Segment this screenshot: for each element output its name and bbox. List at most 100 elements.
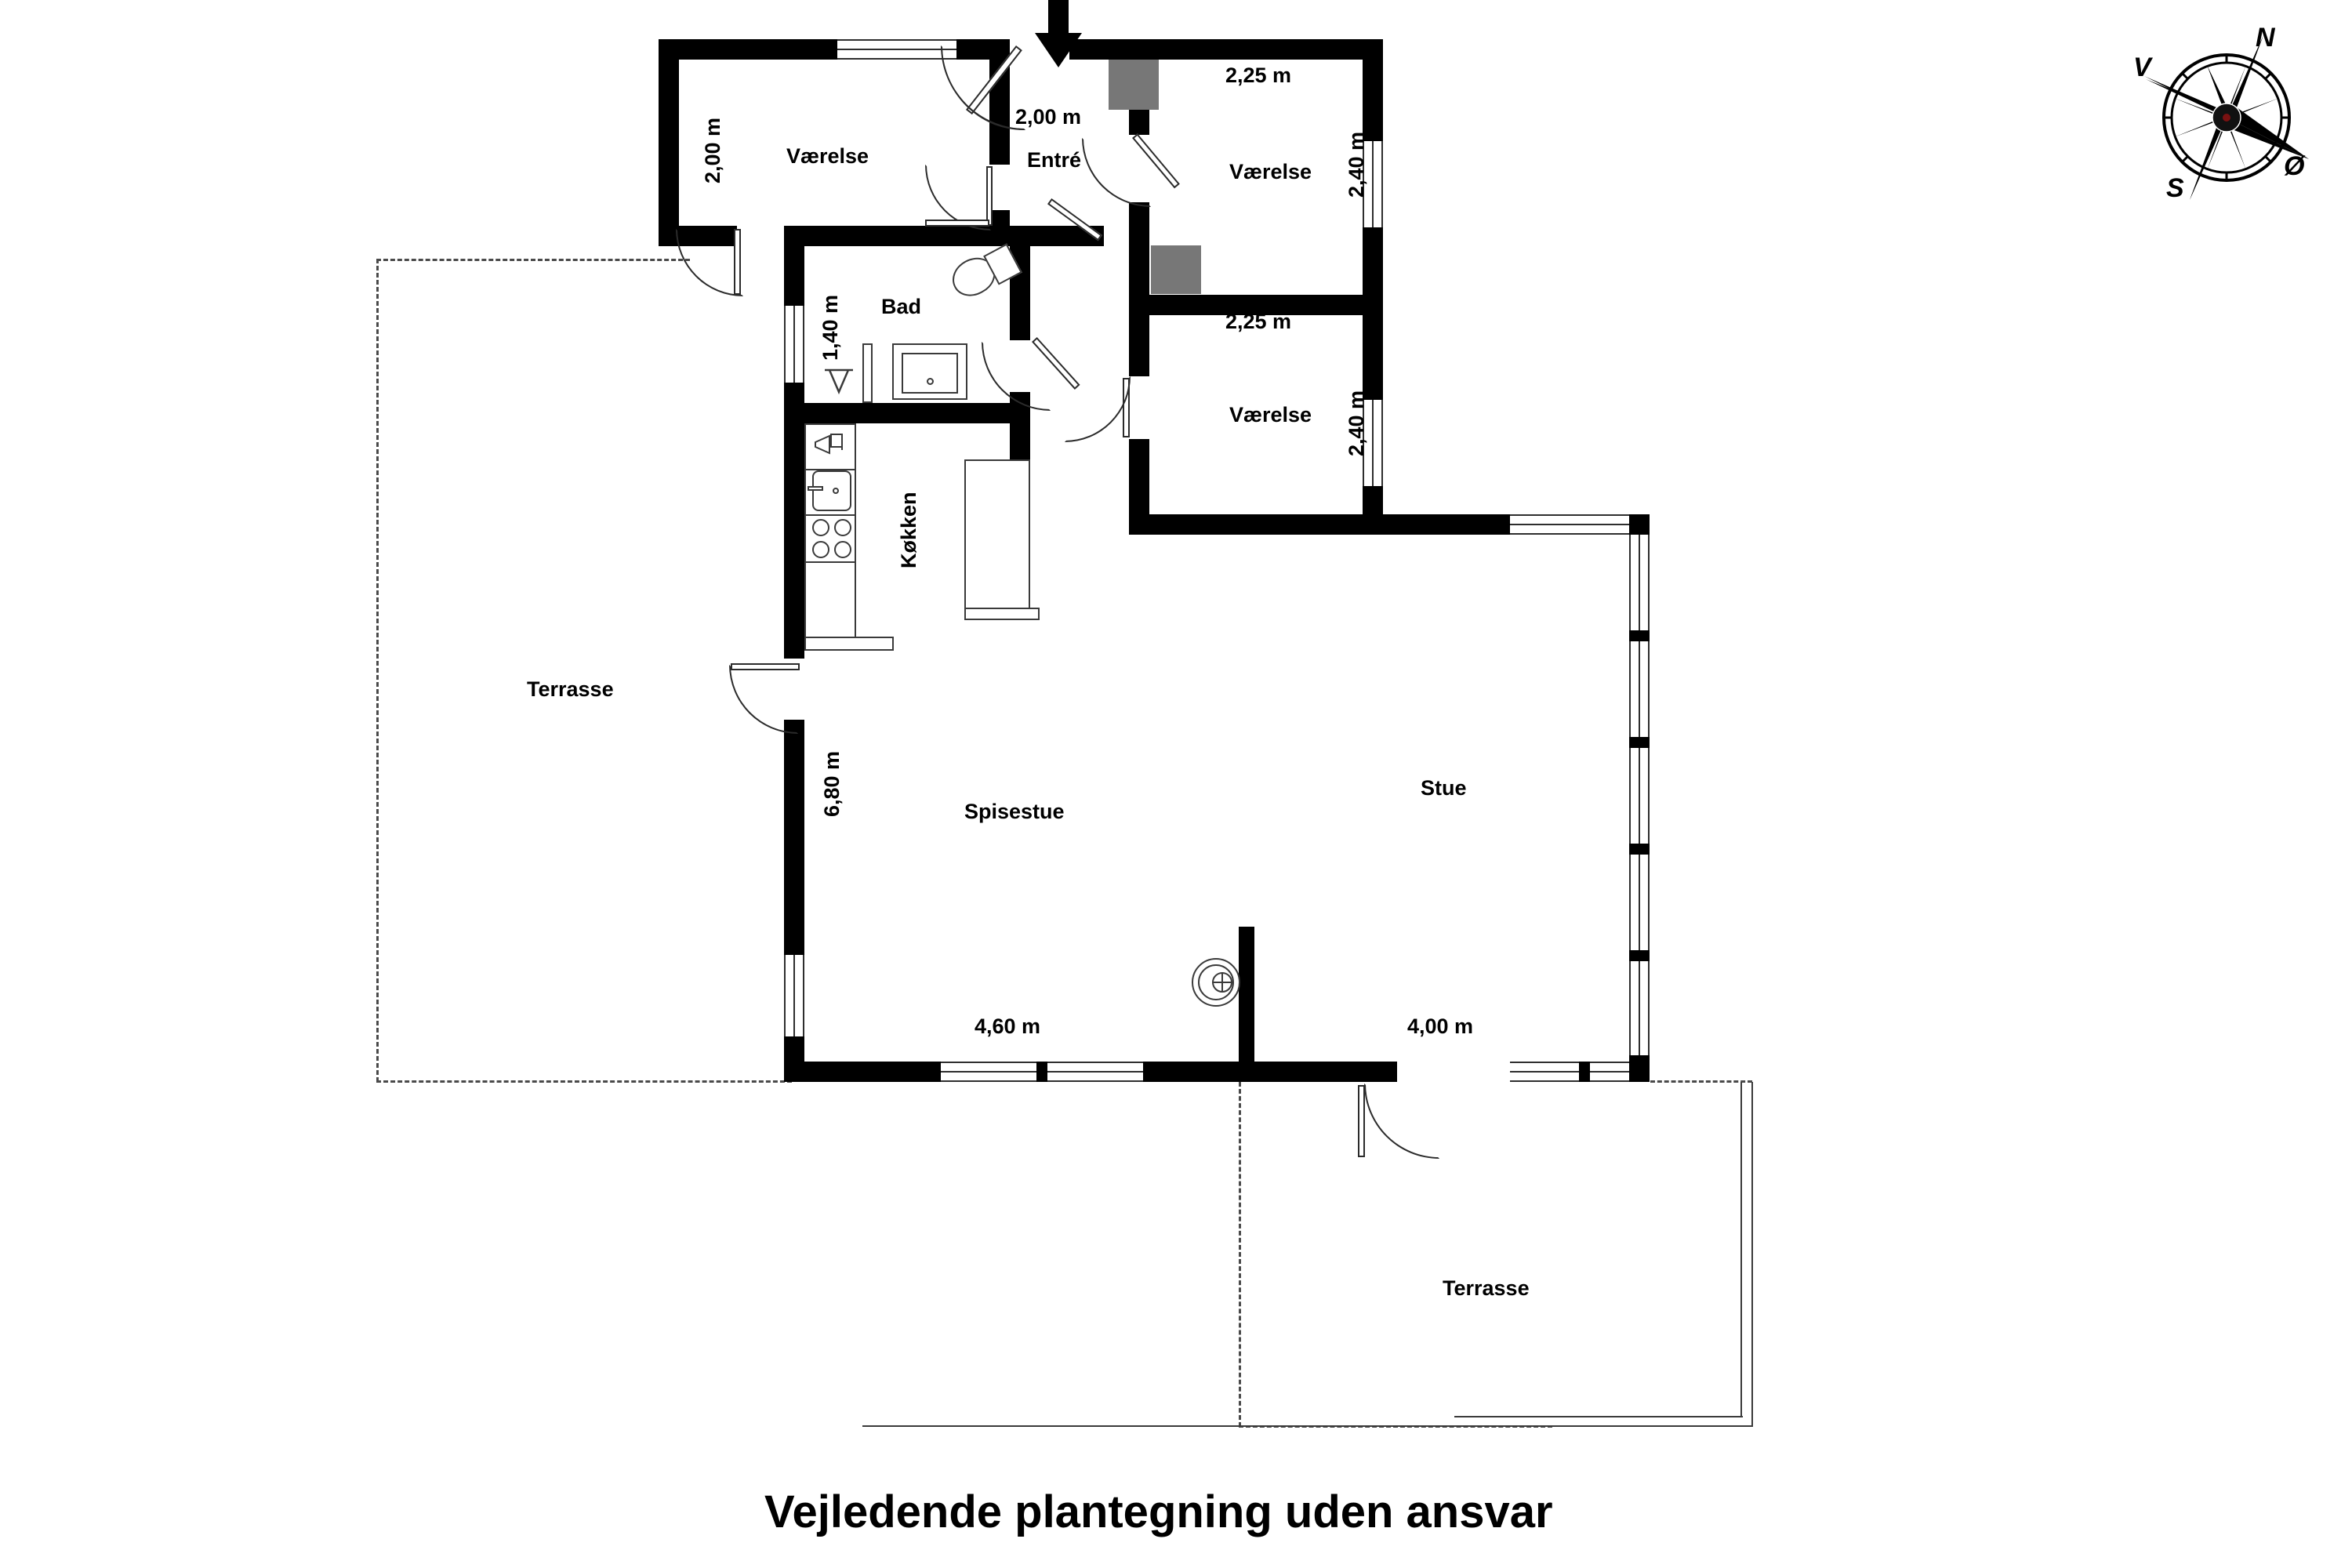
cooktop-burner-3: [812, 541, 829, 558]
cooktop-burner-2: [834, 519, 851, 536]
compass-west-label: V: [2133, 53, 2151, 82]
terrasse-west-outline-bottom: [376, 1080, 792, 1083]
kitchen-counter-end-icon: [804, 637, 894, 651]
door-swing-vaerelse-nw-exterior: [676, 229, 743, 296]
room-label-vaerelse-nw: Værelse: [786, 144, 869, 168]
exterior-wall-west-nw: [659, 39, 679, 245]
exterior-wall-top-ne: [1069, 39, 1383, 60]
window-vaerelse-nw-north: [837, 39, 956, 60]
mullion-stue-south-1: [1579, 1062, 1590, 1082]
door-swing-spisestue-terrace: [729, 665, 798, 734]
exterior-wall-west-bad-upper: [784, 245, 804, 306]
kitchen-sink-basin-icon: [812, 470, 851, 511]
terrasse-south-edge-right-outer: [1751, 1082, 1753, 1427]
room-label-kokken: Køkken: [897, 492, 920, 568]
dimension-vaerelse-ne-width: 2,25 m: [1225, 64, 1292, 87]
compass-rose-graphic: [2144, 35, 2309, 200]
terrasse-south-outline-top: [1650, 1080, 1752, 1083]
window-bad-west: [784, 306, 804, 383]
exterior-corner-se-stue: [1629, 1055, 1650, 1082]
wardrobe-closet-entre-north: [1109, 60, 1159, 110]
wardrobe-closet-entre-south: [1151, 245, 1201, 294]
interior-wall-east-rooms-west-mid: [1129, 315, 1149, 376]
terrasse-south-label: Terrasse: [1443, 1276, 1530, 1300]
exterior-wall-south-east-wing: [1149, 514, 1510, 535]
interior-wall-entre-east-lower: [1129, 202, 1149, 246]
dimension-vaerelse-e-height: 2,40 m: [1345, 390, 1368, 456]
mullion-spisestue-south: [1036, 1062, 1047, 1082]
room-label-bad: Bad: [881, 295, 922, 318]
window-stue-east-5: [1629, 961, 1650, 1055]
mullion-stue-east-1: [1629, 630, 1650, 641]
interior-wall-ne-e-divider: [1129, 295, 1383, 315]
compass-north-label: N: [2256, 23, 2275, 53]
window-stue-east-4: [1629, 855, 1650, 950]
kitchen-counter-div-3: [804, 561, 856, 563]
dimension-vaerelse-ne-height: 2,40 m: [1345, 131, 1368, 198]
window-spisestue-west: [784, 955, 804, 1036]
kitchen-counter-div-1: [804, 469, 856, 470]
terrasse-south-outline-left: [1239, 1082, 1241, 1427]
mullion-stue-east-4: [1629, 950, 1650, 961]
interior-wall-vaerelse-nw-south-b: [784, 226, 1010, 246]
door-swing-entrance-arc: [941, 45, 1025, 130]
window-vaerelse-ne-east: [1363, 141, 1383, 227]
room-label-vaerelse-e: Værelse: [1229, 403, 1312, 426]
window-vaerelse-e-east: [1363, 400, 1383, 486]
kitchen-sink-drain-icon: [833, 488, 839, 494]
room-label-stue: Stue: [1421, 776, 1467, 800]
compass-south-label: S: [2166, 173, 2184, 203]
window-stue-north: [1510, 514, 1629, 535]
exterior-wall-west-spisestue-lower: [784, 1036, 804, 1082]
dimension-bad-height: 1,40 m: [818, 294, 842, 361]
entrance-arrow-head: [1035, 33, 1082, 67]
plan-caption: Vejledende plantegning uden ansvar: [764, 1486, 1553, 1537]
window-stue-south-1: [1510, 1062, 1579, 1082]
mullion-stue-east-2: [1629, 737, 1650, 748]
mullion-stue-east-3: [1629, 844, 1650, 855]
kitchen-tall-cabinet-icon: [964, 459, 1030, 619]
room-label-entre: Entré: [1027, 148, 1082, 172]
dimension-vaerelse-e-width: 2,25 m: [1225, 310, 1292, 333]
terrasse-west-label: Terrasse: [527, 677, 614, 701]
dimension-stue-width: 4,00 m: [1407, 1014, 1474, 1038]
exterior-wall-east-e-upper: [1363, 314, 1383, 400]
exterior-wall-west-bad-lower: [784, 383, 804, 403]
interior-wall-bad-south: [784, 403, 1030, 423]
door-sill-vaerelse-nw: [925, 220, 989, 227]
window-spisestue-south-2: [1047, 1062, 1143, 1082]
bathroom-sink-bowl-icon: [902, 353, 958, 394]
window-spisestue-south-1: [941, 1062, 1036, 1082]
dimension-spisestue-height: 6,80 m: [820, 750, 844, 817]
terrasse-west-outline-left: [376, 259, 379, 1082]
dimension-entre-width: 2,00 m: [1015, 105, 1082, 129]
window-stue-east-1: [1629, 535, 1650, 630]
door-swing-stue-terrace: [1364, 1083, 1439, 1159]
door-swing-vaerelse-e: [1065, 376, 1131, 442]
door-leaf-stue-terrace[interactable]: [1358, 1085, 1365, 1157]
exterior-wall-south-spisestue-a: [784, 1062, 941, 1082]
interior-wall-east-rooms-west-lower: [1129, 439, 1149, 535]
entrance-arrow-shaft: [1048, 0, 1069, 34]
cooktop-burner-4: [834, 541, 851, 558]
window-stue-south-2: [1590, 1062, 1629, 1082]
door-swing-vaerelse-ne: [1082, 138, 1151, 207]
terrasse-south-edge-bottom-inner: [1454, 1416, 1743, 1417]
bathroom-sink-drain-icon: [927, 378, 934, 385]
shower-drain-icon: [825, 368, 853, 395]
window-stue-east-2: [1629, 641, 1650, 737]
room-label-spisestue: Spisestue: [964, 800, 1065, 823]
room-label-vaerelse-ne: Værelse: [1229, 160, 1312, 183]
kitchen-counter-div-2: [804, 514, 856, 516]
bathroom-partition-icon: [862, 343, 873, 403]
interior-wall-east-rooms-west-upper: [1129, 246, 1149, 295]
exterior-wall-west-spisestue-upper: [784, 400, 804, 659]
exterior-wall-west-spisestue-mid: [784, 720, 804, 955]
cooktop-burner-1: [812, 519, 829, 536]
exterior-corner-ne-stue: [1629, 514, 1650, 535]
exterior-wall-south-stue-left: [1345, 1062, 1397, 1082]
kitchen-faucet-icon: [808, 486, 823, 491]
compass-rose: N Ø S V: [2129, 20, 2325, 216]
dimension-spisestue-width: 4,60 m: [975, 1014, 1041, 1038]
